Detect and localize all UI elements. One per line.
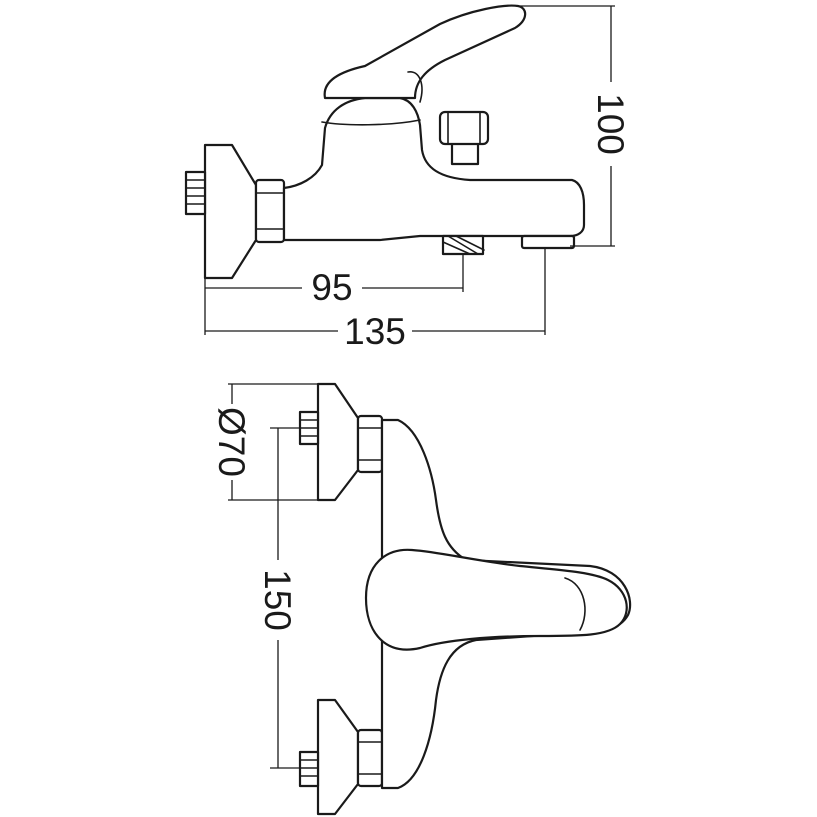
top-nut-lower <box>356 728 384 788</box>
top-rosette-upper <box>316 382 360 502</box>
dimension-rosette: Ø70 <box>211 383 318 501</box>
dimension-diverter: 95 <box>204 254 464 335</box>
dimension-height: 100 <box>520 5 631 247</box>
dimension-height-label: 100 <box>590 93 631 155</box>
top-view <box>298 382 632 816</box>
dimension-spacing-label: 150 <box>257 569 298 631</box>
top-lever-inner <box>564 577 586 631</box>
dimension-diverter-label: 95 <box>311 267 352 308</box>
side-view <box>184 4 586 280</box>
side-hex-nut <box>254 178 286 244</box>
side-inlet-thread <box>184 170 207 216</box>
dimension-reach-label: 135 <box>344 311 406 352</box>
side-lever-joint <box>407 71 423 103</box>
top-nut-upper <box>356 414 384 474</box>
top-inlet-upper <box>298 410 320 446</box>
dimension-rosette-label: Ø70 <box>211 407 252 477</box>
dimension-reach: 135 <box>205 248 546 352</box>
side-collar <box>321 119 421 126</box>
side-shower-outlet <box>441 234 485 256</box>
side-diverter-knob <box>438 110 490 166</box>
side-lever-handle <box>323 4 527 100</box>
side-rosette <box>203 143 258 280</box>
dimension-spacing: 150 <box>257 427 300 769</box>
side-body <box>282 96 586 242</box>
side-aerator <box>520 234 576 250</box>
top-rosette-lower <box>316 698 360 816</box>
top-lever-handle <box>364 548 628 651</box>
top-inlet-lower <box>298 750 320 788</box>
